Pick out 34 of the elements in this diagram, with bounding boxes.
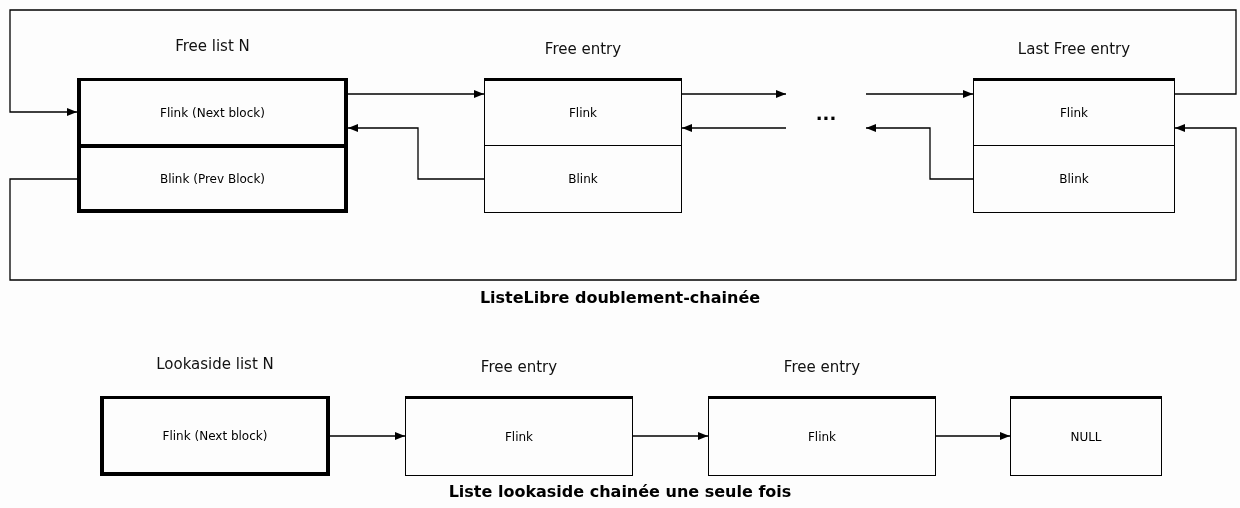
arrow <box>681 124 787 132</box>
field-name: Flink <box>1059 106 1089 120</box>
arrow <box>681 90 787 98</box>
list-heading: Lookaside list N <box>156 355 274 373</box>
entry-field <box>484 146 682 213</box>
list-heading: Free entry <box>544 40 622 58</box>
arrow <box>865 124 974 180</box>
arrow <box>9 124 1237 281</box>
entry-field <box>973 146 1175 213</box>
arrow <box>347 90 485 98</box>
arrow <box>347 124 485 180</box>
arrow <box>329 432 406 440</box>
field-name: Blink <box>568 172 598 186</box>
caption: ListeLibre doublement-chainée <box>479 288 761 307</box>
field-name: Flink <box>504 430 534 444</box>
arrow <box>935 432 1011 440</box>
entry-field <box>1010 396 1162 476</box>
caption: Liste lookaside chainée une seule fois <box>448 482 792 501</box>
field-name: Blink (Prev Block) <box>159 171 266 186</box>
field-name: Flink <box>568 106 598 120</box>
field-name: Flink <box>807 430 837 444</box>
list-head-field <box>77 148 348 213</box>
ellipsis-text: ... <box>815 102 837 124</box>
list-heading: Free entry <box>783 358 861 376</box>
list-heading: Free entry <box>480 358 558 376</box>
arrow <box>632 432 709 440</box>
list-heading: Last Free entry <box>1017 40 1131 58</box>
field-name: Flink (Next block) <box>162 428 268 443</box>
field-name: Flink (Next block) <box>160 105 265 120</box>
arrow <box>865 90 974 98</box>
arrow <box>9 9 1237 116</box>
field-name: Blink <box>1059 172 1089 186</box>
list-heading: Free list N <box>175 37 250 55</box>
field-name: NULL <box>1070 430 1102 444</box>
